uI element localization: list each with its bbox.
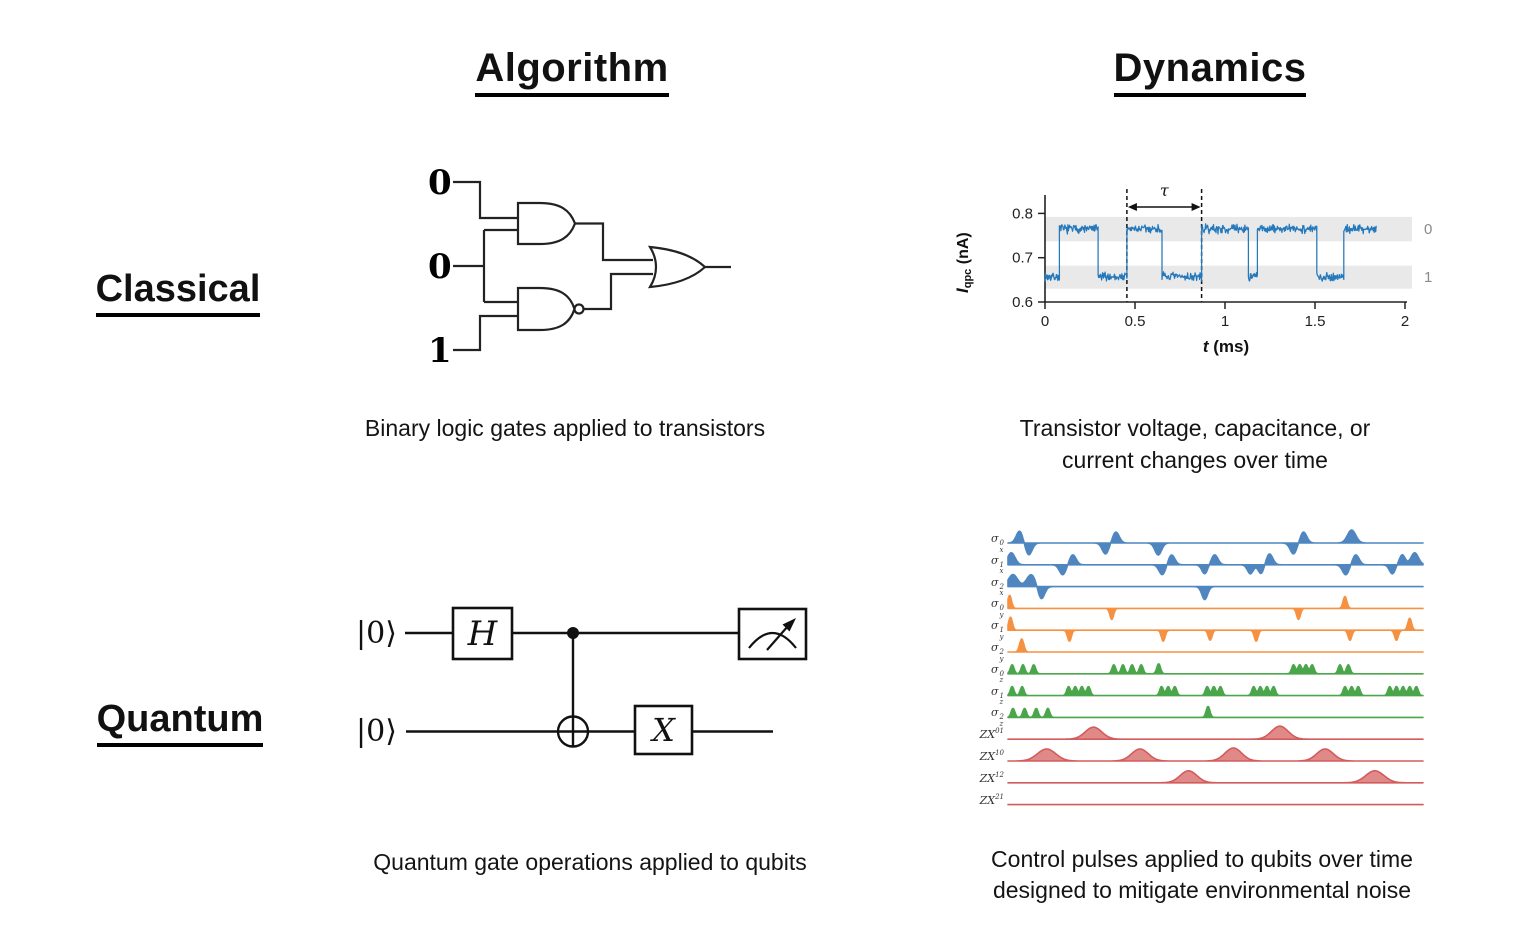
logic-wires bbox=[453, 180, 731, 352]
column-header-algorithm: Algorithm bbox=[372, 46, 772, 97]
pulse-trace-sigma-x-2 bbox=[1007, 573, 1424, 601]
pulse-trace-zx-12 bbox=[1007, 770, 1424, 784]
x-gate-label: X bbox=[649, 711, 676, 749]
quantum-wires bbox=[405, 631, 773, 747]
x-tick-label: 2 bbox=[1401, 313, 1409, 330]
pulse-trace-sigma-x-1 bbox=[1007, 552, 1424, 576]
h-gate-label: H bbox=[467, 614, 499, 654]
nand-gate-icon bbox=[516, 286, 576, 332]
telegraph-trace bbox=[1044, 223, 1377, 282]
tau-label: τ bbox=[1160, 181, 1170, 200]
telegraph-plot: 0 1 τ 0.6 0.7 0.8 0 0.5 1 1.5 2 Iqpc (nA) t (ms) bbox=[953, 181, 1432, 356]
x-gate-box bbox=[633, 704, 694, 756]
pulse-plot bbox=[1007, 529, 1424, 806]
pulse-trace-sigma-z-2 bbox=[1007, 705, 1424, 719]
or-gate-icon bbox=[647, 245, 707, 289]
pulse-trace-sigma-x-0 bbox=[1007, 529, 1424, 556]
state-band-label: 0 bbox=[1424, 221, 1432, 238]
logic-input-1: 0 bbox=[428, 247, 452, 287]
x-tick-label: 0 bbox=[1041, 313, 1049, 330]
row-header-classical: Classical bbox=[58, 268, 298, 317]
x-axis-label: t (ms) bbox=[1203, 337, 1249, 356]
pulse-trace-zx-10 bbox=[1007, 747, 1424, 762]
caption-classical-algorithm: Binary logic gates applied to transistor… bbox=[364, 415, 766, 441]
y-axis-label: Iqpc (nA) bbox=[953, 232, 974, 293]
caption-quantum-dynamics: Control pulses applied to qubits over ti… bbox=[991, 846, 1413, 903]
y-tick-label: 0.8 bbox=[1012, 205, 1033, 222]
caption-quantum-algorithm: Quantum gate operations applied to qubit… bbox=[373, 849, 807, 875]
measurement-meter-icon bbox=[748, 618, 797, 651]
pulse-trace-sigma-y-2 bbox=[1007, 638, 1424, 653]
y-tick-label: 0.6 bbox=[1012, 294, 1033, 311]
y-tick-label: 0.7 bbox=[1012, 250, 1033, 267]
pulse-trace-sigma-y-1 bbox=[1007, 616, 1424, 642]
pulse-trace-sigma-z-0 bbox=[1007, 663, 1424, 675]
ket0-label-top: |0⟩ bbox=[356, 616, 397, 651]
tau-arrowhead-right bbox=[1191, 203, 1201, 211]
cnot-target-icon bbox=[556, 715, 590, 748]
control-dot-icon bbox=[567, 627, 579, 639]
and-gate-icon bbox=[516, 201, 577, 246]
state-band bbox=[1045, 265, 1412, 289]
column-header-dynamics: Dynamics bbox=[1010, 46, 1410, 97]
nand-bubble-icon bbox=[573, 303, 585, 315]
x-tick-label: 0.5 bbox=[1125, 313, 1146, 330]
pulse-trace-sigma-y-0 bbox=[1007, 594, 1424, 621]
h-gate-box bbox=[451, 606, 514, 661]
quantum-circuit-diagram: |0⟩ |0⟩ H X bbox=[356, 606, 808, 756]
x-tick-label: 1.5 bbox=[1305, 313, 1326, 330]
pulse-trace-sigma-z-1 bbox=[1007, 685, 1424, 697]
logic-input-2: 1 bbox=[428, 331, 452, 371]
measurement-box bbox=[737, 607, 808, 661]
logic-input-0: 0 bbox=[428, 163, 452, 203]
row-header-quantum: Quantum bbox=[60, 698, 300, 747]
classical-dynamics-chart: 0 1 τ 0.6 0.7 0.8 0 0.5 1 1.5 2 Iqpc (nA) t (ms) bbox=[950, 165, 1450, 380]
state-band-label: 1 bbox=[1424, 269, 1432, 286]
logic-circuit-diagram: 0 0 1 bbox=[428, 163, 731, 371]
ket0-label-bottom: |0⟩ bbox=[356, 714, 397, 749]
x-tick-label: 1 bbox=[1221, 313, 1229, 330]
pulse-trace-zx-01 bbox=[1007, 725, 1424, 740]
caption-classical-dynamics: Transistor voltage, capacitance, or curr… bbox=[1019, 415, 1371, 473]
tau-arrowhead-left bbox=[1127, 203, 1137, 211]
